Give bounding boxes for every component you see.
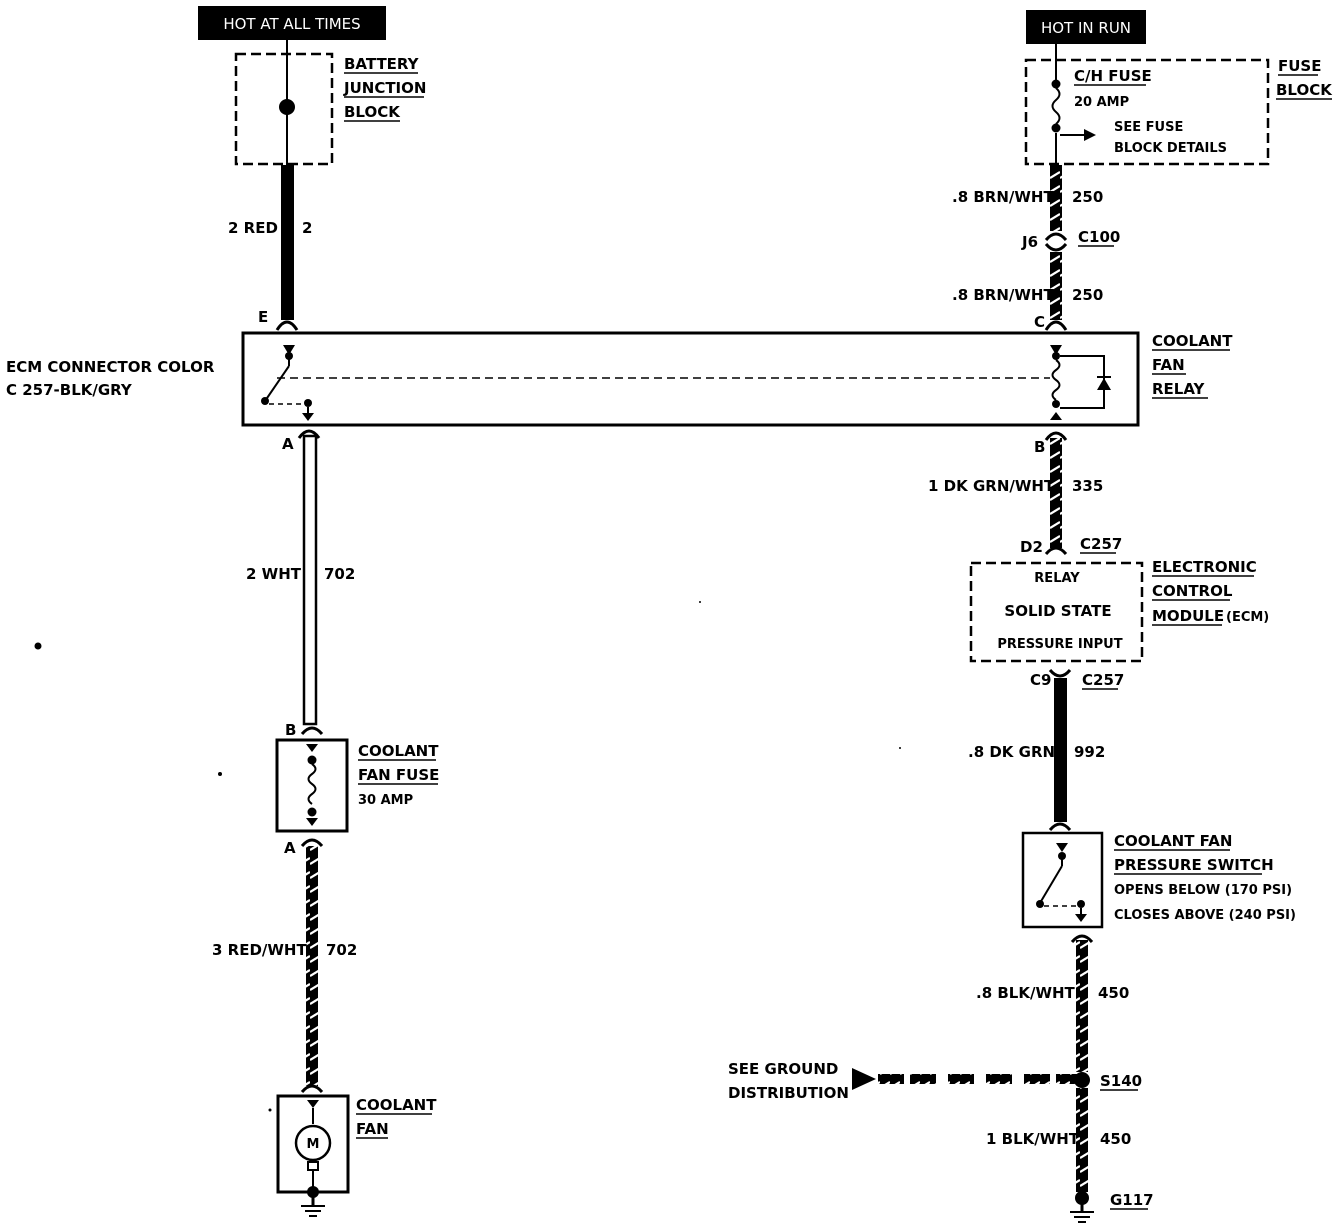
svg-text:2: 2 — [302, 219, 312, 237]
svg-text:FAN: FAN — [1152, 356, 1185, 374]
svg-text:COOLANT: COOLANT — [1152, 332, 1233, 350]
hot-at-all-times-tag: HOT AT ALL TIMES — [198, 6, 386, 40]
wire-250-upper: .8 BRN/WHT 250 — [952, 165, 1103, 231]
ground-distribution-link: SEE GROUND DISTRIBUTION — [728, 1060, 1078, 1102]
svg-text:2 RED: 2 RED — [228, 219, 278, 237]
svg-text:.8 BRN/WHT: .8 BRN/WHT — [952, 286, 1054, 304]
svg-text:702: 702 — [326, 941, 357, 959]
svg-text:RELAY: RELAY — [1034, 571, 1080, 586]
coolant-fan-relay: ECM CONNECTOR COLOR C 257-BLK/GRY COOLAN… — [6, 331, 1233, 427]
svg-text:.8 DK GRN: .8 DK GRN — [968, 743, 1055, 761]
svg-text:30 AMP: 30 AMP — [358, 793, 413, 808]
svg-text:MODULE: MODULE — [1152, 607, 1224, 625]
svg-text:B: B — [1034, 438, 1045, 456]
svg-text:A: A — [282, 435, 294, 453]
svg-text:E: E — [258, 308, 268, 326]
svg-text:C100: C100 — [1078, 228, 1120, 246]
wire-450-upper: .8 BLK/WHT 450 — [976, 934, 1129, 1072]
svg-text:C/H FUSE: C/H FUSE — [1074, 67, 1152, 85]
svg-text:ELECTRONIC: ELECTRONIC — [1152, 558, 1257, 576]
coolant-fan-fuse: COOLANT FAN FUSE 30 AMP — [275, 738, 439, 833]
svg-text:C9: C9 — [1030, 671, 1051, 689]
splice-s140: S140 — [1074, 1072, 1142, 1091]
fuse-block: C/H FUSE 20 AMP SEE FUSE BLOCK DETAILS F… — [1024, 44, 1333, 166]
coolant-fan-motor: M COOLANT FAN — [276, 1094, 437, 1217]
svg-text:PRESSURE INPUT: PRESSURE INPUT — [997, 637, 1122, 652]
wire-250-lower: .8 BRN/WHT 250 C — [952, 252, 1103, 331]
wire-992: C9 C257 .8 DK GRN 992 — [968, 668, 1124, 832]
svg-text:COOLANT FAN: COOLANT FAN — [1114, 832, 1232, 850]
svg-text:B: B — [285, 721, 296, 739]
scan-specks — [34, 601, 901, 1112]
svg-text:250: 250 — [1072, 188, 1103, 206]
svg-text:.8 BRN/WHT: .8 BRN/WHT — [952, 188, 1054, 206]
svg-text:M: M — [307, 1137, 320, 1152]
svg-text:2 WHT: 2 WHT — [246, 565, 302, 583]
svg-text:C 257-BLK/GRY: C 257-BLK/GRY — [6, 381, 133, 399]
wire-335: B 1 DK GRN/WHT 335 D2 C257 — [928, 431, 1122, 556]
svg-text:SEE GROUND: SEE GROUND — [728, 1060, 838, 1078]
svg-text:FUSE: FUSE — [1278, 57, 1321, 75]
svg-text:FAN FUSE: FAN FUSE — [358, 766, 439, 784]
svg-text:ECM CONNECTOR COLOR: ECM CONNECTOR COLOR — [6, 358, 215, 376]
svg-text:450: 450 — [1100, 1130, 1131, 1148]
svg-text:RELAY: RELAY — [1152, 380, 1206, 398]
svg-text:PRESSURE SWITCH: PRESSURE SWITCH — [1114, 856, 1274, 874]
svg-text:SOLID STATE: SOLID STATE — [1004, 602, 1111, 620]
svg-text:CONTROL: CONTROL — [1152, 582, 1233, 600]
svg-text:702: 702 — [324, 565, 355, 583]
svg-text:(ECM): (ECM) — [1226, 610, 1269, 625]
svg-text:BLOCK: BLOCK — [344, 103, 401, 121]
svg-text:D2: D2 — [1020, 538, 1043, 556]
svg-text:HOT IN RUN: HOT IN RUN — [1041, 19, 1131, 37]
connector-c100: J6 C100 — [1021, 228, 1120, 252]
svg-text:BATTERY: BATTERY — [344, 55, 420, 73]
svg-text:450: 450 — [1098, 984, 1129, 1002]
electronic-control-module: RELAY SOLID STATE PRESSURE INPUT ELECTRO… — [969, 558, 1269, 663]
svg-text:COOLANT: COOLANT — [358, 742, 439, 760]
svg-text:DISTRIBUTION: DISTRIBUTION — [728, 1084, 849, 1102]
svg-text:COOLANT: COOLANT — [356, 1096, 437, 1114]
svg-text:C: C — [1034, 313, 1045, 331]
svg-text:FAN: FAN — [356, 1120, 389, 1138]
svg-text:CLOSES ABOVE (240 PSI): CLOSES ABOVE (240 PSI) — [1114, 908, 1296, 923]
svg-text:20 AMP: 20 AMP — [1074, 95, 1129, 110]
svg-text:BLOCK DETAILS: BLOCK DETAILS — [1114, 141, 1227, 156]
svg-text:G117: G117 — [1110, 1191, 1154, 1209]
svg-text:250: 250 — [1072, 286, 1103, 304]
svg-text:1 DK GRN/WHT: 1 DK GRN/WHT — [928, 477, 1055, 495]
coolant-fan-pressure-switch: COOLANT FAN PRESSURE SWITCH OPENS BELOW … — [1021, 831, 1296, 929]
svg-text:.8 BLK/WHT: .8 BLK/WHT — [976, 984, 1076, 1002]
ground-g117: G117 — [1070, 1191, 1154, 1223]
wire-702-white: A 2 WHT 702 B — [246, 429, 355, 739]
svg-text:SEE FUSE: SEE FUSE — [1114, 120, 1183, 135]
svg-text:3 RED/WHT: 3 RED/WHT — [212, 941, 307, 959]
wire-450-lower: 1 BLK/WHT 450 — [986, 1088, 1131, 1192]
svg-text:S140: S140 — [1100, 1072, 1142, 1090]
svg-text:C257: C257 — [1082, 671, 1124, 689]
svg-text:992: 992 — [1074, 743, 1105, 761]
svg-text:HOT AT ALL TIMES: HOT AT ALL TIMES — [223, 15, 360, 33]
hot-in-run-tag: HOT IN RUN — [1026, 10, 1146, 44]
svg-text:J6: J6 — [1021, 233, 1038, 251]
battery-junction-block: BATTERY JUNCTION BLOCK — [234, 40, 426, 166]
svg-text:BLOCK: BLOCK — [1276, 81, 1333, 99]
svg-text:335: 335 — [1072, 477, 1103, 495]
svg-text:OPENS BELOW (170 PSI): OPENS BELOW (170 PSI) — [1114, 883, 1292, 898]
wire-702-red-white: A 3 RED/WHT 702 — [212, 838, 357, 1094]
svg-text:JUNCTION: JUNCTION — [343, 79, 426, 97]
svg-text:C257: C257 — [1080, 535, 1122, 553]
svg-text:1 BLK/WHT: 1 BLK/WHT — [986, 1130, 1080, 1148]
svg-text:A: A — [284, 839, 296, 857]
wire-2-red: 2 RED 2 E — [228, 165, 312, 331]
